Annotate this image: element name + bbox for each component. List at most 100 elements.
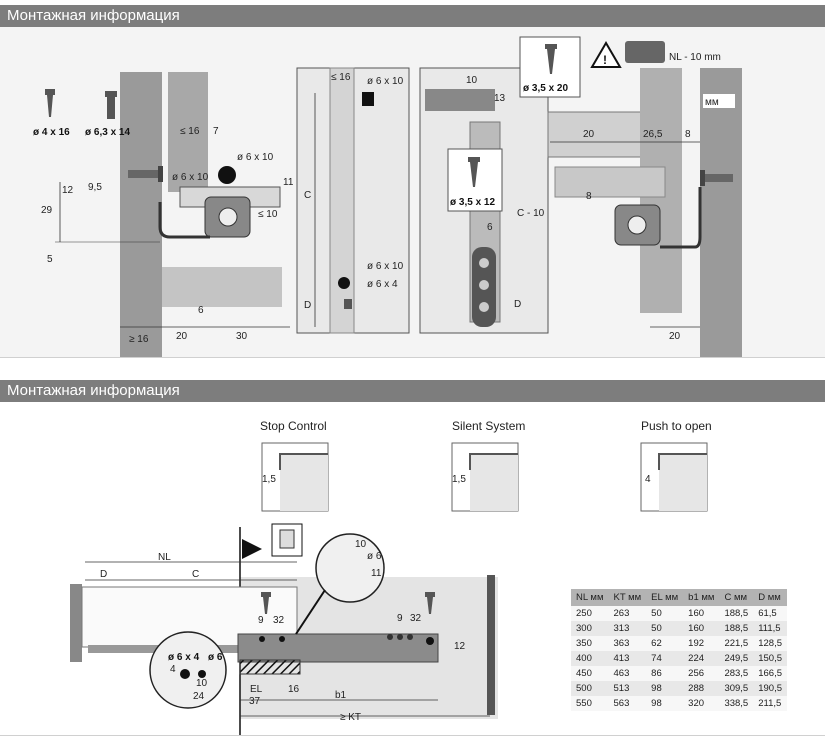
table-cell: 50: [646, 606, 684, 621]
table-cell: 513: [608, 681, 647, 696]
dim-label: 10: [196, 678, 208, 689]
variant-title: Stop Control: [260, 419, 327, 433]
table-cell: 309,5: [719, 681, 754, 696]
table-cell: 166,5: [753, 666, 787, 681]
table-cell: 256: [683, 666, 720, 681]
table-cell: 263: [608, 606, 647, 621]
dim-label: 12: [454, 641, 466, 652]
hole-label: ø 6 x 10: [367, 76, 404, 87]
mounting-drawing-top: ø 4 x 16 ø 6,3 x 14 ≤ 16 7 ø 6 x 10 ø 6 …: [33, 36, 742, 357]
dim-label: 20: [669, 331, 681, 342]
table-cell: 313: [608, 621, 647, 636]
section-title: Монтажная информация: [7, 382, 180, 399]
table-cell: 249,5: [719, 651, 754, 666]
table-header: NL мм: [571, 589, 609, 606]
table-cell: 250: [571, 606, 609, 621]
dim-label: 32: [273, 615, 285, 626]
hole-label: ø 6 x 10: [367, 261, 404, 272]
dim-label: 4: [645, 474, 651, 485]
hole-label: ø 6 x 4: [367, 279, 398, 290]
dim-label: 1,5: [452, 474, 466, 485]
table-cell: 221,5: [719, 636, 754, 651]
section-header-top: Монтажная информация: [0, 5, 825, 27]
dim-label: 4: [170, 664, 176, 675]
bracket-top: [425, 89, 495, 111]
warning-text: NL - 10 mm: [669, 52, 721, 63]
table-cell: 188,5: [719, 606, 754, 621]
dim-label: 9,5: [88, 182, 102, 193]
table-cell: 111,5: [753, 621, 787, 636]
table-header: b1 мм: [683, 589, 720, 606]
mounting-drawing-bottom: Stop Control 1,5 Silent System 1,5 Push …: [70, 419, 712, 735]
dim-label: 6: [487, 222, 493, 233]
dim-label: 11: [371, 568, 382, 579]
table-cell: 338,5: [719, 696, 754, 711]
table-cell: 188,5: [719, 621, 754, 636]
dim-label: C: [304, 190, 311, 201]
table-cell: 160: [683, 621, 720, 636]
table-cell: 74: [646, 651, 684, 666]
dim-label: 16: [288, 684, 300, 695]
table-cell: 150,5: [753, 651, 787, 666]
screw-label: ø 4 x 16: [33, 127, 70, 138]
dim-label: 9: [258, 615, 264, 626]
table-cell: 413: [608, 651, 647, 666]
dim-label: 24: [193, 691, 205, 702]
dim-label: 11: [283, 177, 294, 188]
dim-label: 32: [410, 613, 422, 624]
hole-label: ø 6 x 10: [237, 152, 274, 163]
dim-label: 13: [494, 93, 506, 104]
screw-icon: [261, 592, 271, 614]
dim-label: 8: [685, 129, 691, 140]
screw-icon: [105, 91, 117, 119]
drawer-side-panel: [168, 72, 208, 192]
table-cell: 450: [571, 666, 609, 681]
dim-label: ≤ 16: [180, 126, 200, 137]
cabinet-side-panel: [700, 68, 742, 357]
screw-label: ø 6,3 x 14: [85, 127, 130, 138]
hole-label: ø 6 x 10: [172, 172, 209, 183]
section-title: Монтажная информация: [7, 7, 180, 24]
variant-title: Silent System: [452, 419, 525, 433]
table-cell: 283,5: [719, 666, 754, 681]
hole-marker: [338, 277, 350, 289]
dim-label: ≤ 10: [258, 209, 278, 220]
table-header: D мм: [753, 589, 787, 606]
variant-title: Push to open: [641, 419, 712, 433]
dim-label: NL: [158, 552, 171, 563]
table-cell: 190,5: [753, 681, 787, 696]
warning-icon: [590, 41, 622, 68]
drawer-bottom: [162, 267, 282, 307]
screw-icon: [45, 89, 55, 117]
table-cell: 400: [571, 651, 609, 666]
dim-label: 7: [213, 126, 219, 137]
screw-label: ø 3,5 x 20: [523, 83, 568, 94]
table-cell: 350: [571, 636, 609, 651]
cabinet-edge: [487, 575, 495, 715]
dim-label: 30: [236, 331, 248, 342]
table-cell: 192: [683, 636, 720, 651]
table-cell: 86: [646, 666, 684, 681]
table-cell: 563: [608, 696, 647, 711]
dim-label: C: [192, 569, 199, 580]
section-header-bottom: Монтажная информация: [0, 380, 825, 402]
table-cell: 224: [683, 651, 720, 666]
dim-label: ø 6: [367, 551, 382, 562]
screw-icon: [545, 44, 557, 74]
dim-label: 26,5: [643, 129, 663, 140]
dim-label: 8: [586, 191, 592, 202]
dim-label: ø 6: [208, 652, 223, 663]
dim-label: ≥ 16: [129, 334, 149, 345]
table-cell: 61,5: [753, 606, 787, 621]
screw-icon: [468, 157, 480, 187]
table-cell: 211,5: [753, 696, 787, 711]
table-cell: 160: [683, 606, 720, 621]
dim-label: D: [304, 300, 311, 311]
mounting-diagram-top: ø 4 x 16 ø 6,3 x 14 ≤ 16 7 ø 6 x 10 ø 6 …: [0, 27, 825, 358]
table-cell: 363: [608, 636, 647, 651]
